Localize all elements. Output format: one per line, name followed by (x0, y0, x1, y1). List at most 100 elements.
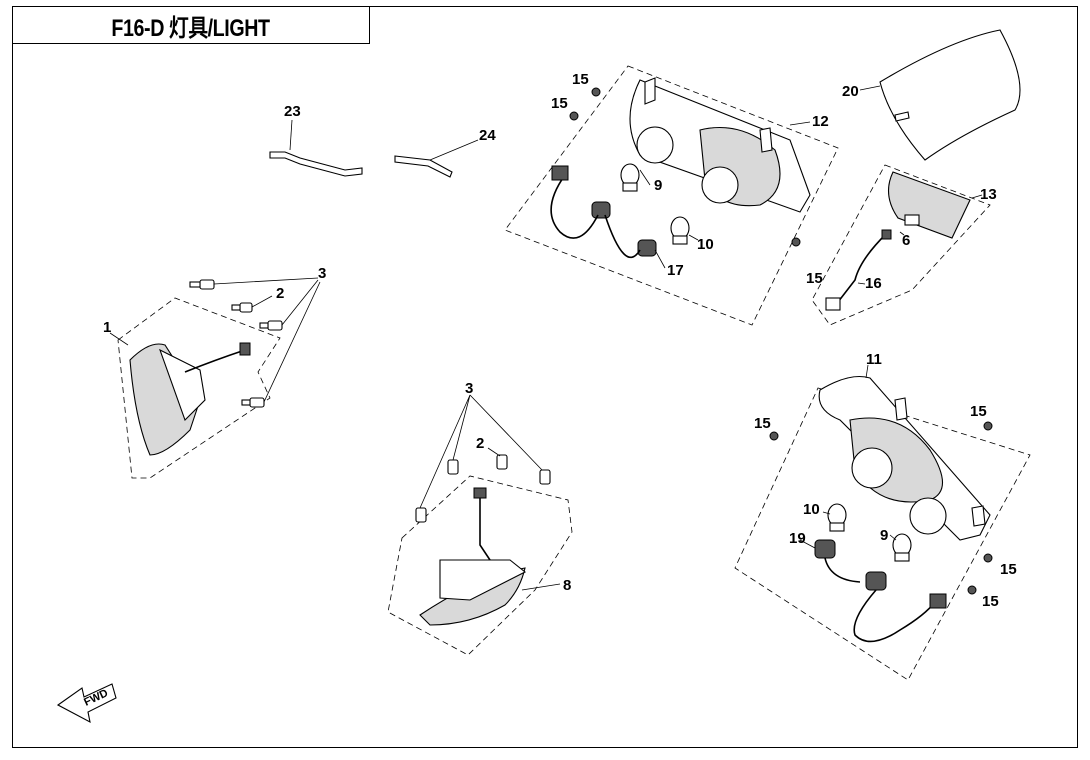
bulb-6-icon (904, 214, 920, 226)
title-box: F16-D 灯具/LIGHT (12, 6, 370, 44)
leader-line (857, 194, 983, 285)
turn-wire (184, 349, 246, 373)
turn-connector (473, 487, 487, 499)
dashed-group-outline (734, 387, 1031, 681)
lens-cover (879, 29, 1021, 161)
bulb-9-icon (892, 533, 912, 562)
screw-15-icon (591, 87, 601, 97)
leader-line (487, 447, 501, 457)
bulb-socket-right (909, 497, 947, 535)
callout-10: 10 (697, 236, 714, 253)
plug-icon (825, 297, 841, 311)
screw-15-icon (967, 585, 977, 595)
callout-15: 15 (982, 593, 999, 610)
turn-connector (239, 342, 251, 356)
turn-wire (479, 498, 491, 561)
mount-tab (971, 505, 986, 527)
callout-12: 12 (812, 113, 829, 130)
bulb-10-icon (827, 503, 847, 532)
turn-light-assembly-8: 3 2 8 (387, 380, 573, 656)
callout-11: 11 (866, 351, 882, 368)
headlight-wire (550, 174, 641, 259)
page-title: F16-D 灯具/LIGHT (111, 14, 271, 42)
callout-8: 8 (563, 577, 571, 594)
dashed-group-outline (117, 297, 281, 479)
bracket-23 (269, 151, 363, 177)
callout-15: 15 (754, 415, 771, 432)
headlight-assembly-12: 15 15 9 10 17 12 15 (504, 65, 839, 326)
dashed-group-outline (811, 164, 991, 326)
brackets-23-24: 23 24 (269, 103, 496, 178)
callout-17: 17 (667, 262, 684, 279)
leader-line (859, 85, 881, 91)
callout-10: 10 (803, 501, 820, 518)
leader-line (419, 394, 543, 509)
bulb-socket-left (851, 447, 893, 489)
dashed-group-outline (387, 475, 573, 656)
callout-6: 6 (902, 232, 910, 249)
callout-9: 9 (654, 177, 662, 194)
callout-15: 15 (572, 71, 589, 88)
callout-3: 3 (465, 380, 473, 397)
screw-icon (241, 397, 265, 408)
turn-lens (129, 343, 201, 456)
socket-icon (865, 571, 887, 591)
leader-line (799, 364, 897, 549)
headlight-wire (824, 557, 936, 643)
callout-13: 13 (980, 186, 997, 203)
drawing-frame (12, 6, 1078, 748)
screw-icon (539, 469, 551, 485)
callout-15: 15 (1000, 561, 1017, 578)
callout-1: 1 (103, 319, 111, 336)
screw-icon (259, 320, 283, 331)
connector-icon (881, 229, 892, 240)
callout-15: 15 (806, 270, 823, 287)
leader-line (251, 295, 273, 308)
callout-2: 2 (276, 285, 284, 302)
screw-icon (447, 459, 459, 475)
light-assembly-13: 13 6 16 (811, 164, 997, 326)
headlight-assembly-11: 11 15 15 10 9 19 15 15 (734, 351, 1031, 681)
turn-housing (439, 559, 527, 601)
leader-line (521, 583, 561, 591)
fwd-arrow-icon: FWD (56, 683, 117, 724)
screw-icon (231, 302, 253, 313)
mount-tab (644, 77, 656, 105)
bulb-socket-left (636, 126, 674, 164)
turn-light-assembly-1: 1 2 3 (103, 265, 326, 479)
mount-tab (759, 127, 773, 153)
connector-icon (551, 165, 569, 181)
callout-20: 20 (842, 83, 859, 100)
socket-icon (591, 201, 611, 219)
callout-24: 24 (479, 127, 496, 144)
bulb-9-icon (620, 163, 640, 192)
callout-2: 2 (476, 435, 484, 452)
lamp-wire (837, 234, 886, 303)
connector-icon (929, 593, 947, 609)
leader-line (429, 139, 479, 161)
screw-15-icon (569, 111, 579, 121)
screw-15-icon (791, 237, 801, 247)
callout-16: 16 (865, 275, 882, 292)
leader-line (639, 121, 811, 269)
bracket-24 (394, 155, 453, 178)
screw-15-icon (983, 553, 993, 563)
cover-tab (894, 111, 910, 122)
callout-15: 15 (970, 403, 987, 420)
dashed-group-outline (504, 65, 839, 326)
turn-housing (159, 348, 206, 422)
mount-tab (894, 397, 908, 421)
socket-icon (814, 539, 836, 559)
callout-3: 3 (318, 265, 326, 282)
bulb-socket-right (701, 166, 739, 204)
screw-icon (496, 454, 508, 470)
screw-icon (189, 279, 215, 290)
callout-9: 9 (880, 527, 888, 544)
leader-line (289, 119, 293, 151)
screw-icon (415, 507, 427, 523)
screw-15-icon (769, 431, 779, 441)
bulb-10-icon (670, 216, 690, 245)
leader-line (109, 332, 129, 346)
socket-icon (637, 239, 657, 257)
